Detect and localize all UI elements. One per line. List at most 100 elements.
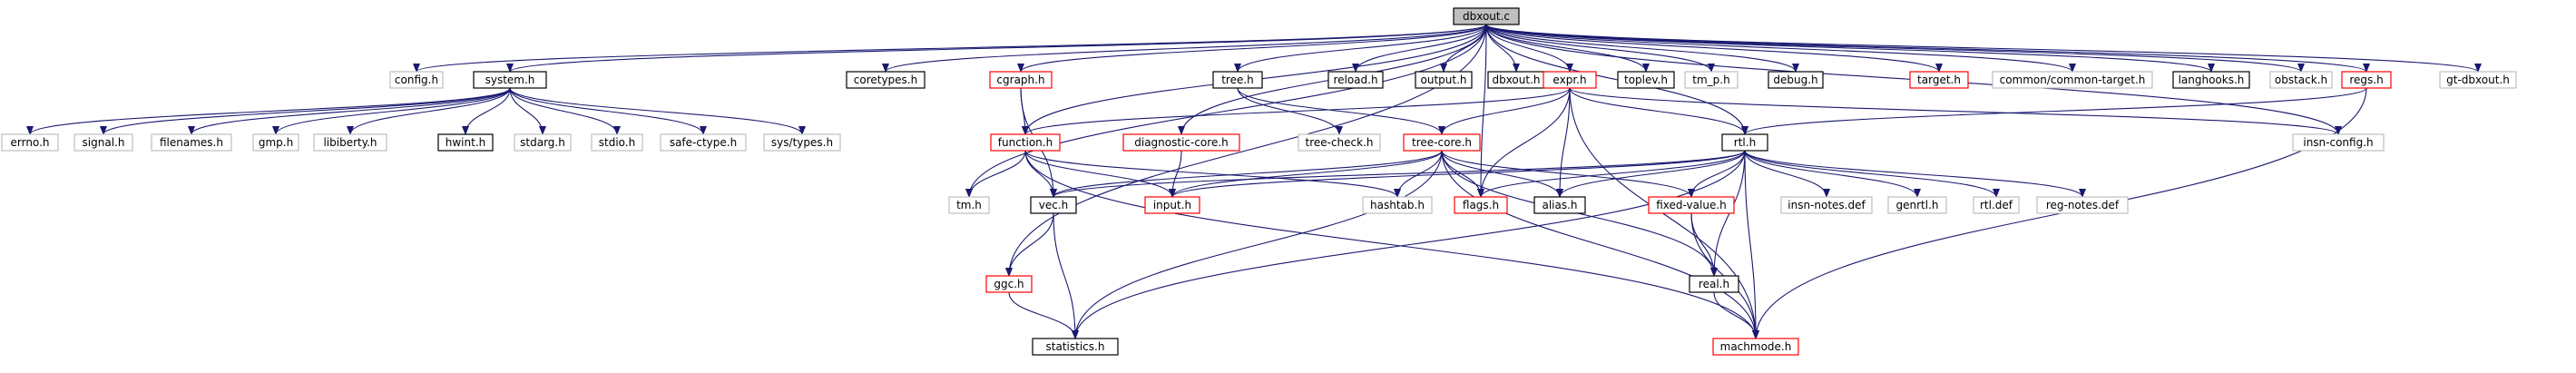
node-dbxout-c[interactable]: dbxout.c xyxy=(1453,7,1520,25)
node-common-target-h[interactable]: common/common-target.h xyxy=(1992,71,2153,89)
node-label: ggc.h xyxy=(994,278,1024,290)
node-statistics-h[interactable]: statistics.h xyxy=(1032,338,1119,356)
node-stdio-h[interactable]: stdio.h xyxy=(591,133,643,152)
edge-dbxout-c-to-expr-h xyxy=(1485,24,1573,73)
edge-function-h-to-tm-h xyxy=(965,150,1026,198)
node-label: hashtab.h xyxy=(1370,199,1425,211)
node-label: reg-notes.def xyxy=(2046,199,2120,211)
node-langhooks-h[interactable]: langhooks.h xyxy=(2172,71,2250,89)
node-box xyxy=(389,71,444,89)
node-insn-notes-def[interactable]: insn-notes.def xyxy=(1780,196,1873,214)
node-label: alias.h xyxy=(1542,199,1577,211)
node-gt-dbxout-h[interactable]: gt-dbxout.h xyxy=(2439,71,2517,89)
node-label: gmp.h xyxy=(259,136,293,149)
node-signal-h[interactable]: signal.h xyxy=(73,133,133,152)
node-obstack-h[interactable]: obstack.h xyxy=(2269,71,2333,89)
node-output-h[interactable]: output.h xyxy=(1415,71,1473,89)
node-box xyxy=(1648,196,1735,214)
node-label: obstack.h xyxy=(2275,74,2327,86)
node-cgraph-h[interactable]: cgraph.h xyxy=(989,71,1053,89)
node-label: system.h xyxy=(485,74,535,86)
node-label: target.h xyxy=(1917,74,1961,86)
node-box xyxy=(1617,71,1675,89)
node-label: statistics.h xyxy=(1046,340,1105,353)
node-label: config.h xyxy=(395,74,438,86)
edge-dbxout-c-to-reload-h xyxy=(1352,24,1487,73)
node-label: cgraph.h xyxy=(996,74,1044,86)
edge-rtl-h-to-input-h xyxy=(1169,150,1746,198)
node-box xyxy=(1454,196,1508,214)
node-stdarg-h[interactable]: stdarg.h xyxy=(514,133,572,152)
node-label: sys/types.h xyxy=(771,136,833,149)
edge-system-h-to-stdarg-h xyxy=(509,87,546,135)
node-gmp-h[interactable]: gmp.h xyxy=(252,133,299,152)
edge-system-h-to-filenames-h xyxy=(188,87,511,135)
node-rtl-def[interactable]: rtl.def xyxy=(1973,196,2020,214)
node-box xyxy=(948,196,990,214)
node-label: input.h xyxy=(1153,199,1191,211)
node-coretypes-h[interactable]: coretypes.h xyxy=(846,71,926,89)
node-diagnostic-core-h[interactable]: diagnostic-core.h xyxy=(1122,133,1240,152)
node-safe-ctype-h[interactable]: safe-ctype.h xyxy=(660,133,747,152)
node-label: gt-dbxout.h xyxy=(2446,74,2510,86)
node-label: rtl.h xyxy=(1734,136,1756,149)
node-label: expr.h xyxy=(1552,74,1586,86)
node-vec-h[interactable]: vec.h xyxy=(1030,196,1077,214)
node-hashtab-h[interactable]: hashtab.h xyxy=(1362,196,1433,214)
node-function-h[interactable]: function.h xyxy=(990,133,1061,152)
node-input-h[interactable]: input.h xyxy=(1144,196,1200,214)
node-label: insn-notes.def xyxy=(1788,199,1866,211)
node-label: tree.h xyxy=(1221,74,1254,86)
node-real-h[interactable]: real.h xyxy=(1689,275,1739,293)
node-debug-h[interactable]: debug.h xyxy=(1768,71,1824,89)
node-label: real.h xyxy=(1699,278,1729,290)
edge-regs-h-to-rtl-h xyxy=(1741,87,2367,135)
node-tree-core-h[interactable]: tree-core.h xyxy=(1403,133,1481,152)
node-tree-h[interactable]: tree.h xyxy=(1212,71,1263,89)
node-reload-h[interactable]: reload.h xyxy=(1327,71,1384,89)
edge-tree-core-h-to-statistics-h xyxy=(1072,150,1443,339)
node-libiberty-h[interactable]: libiberty.h xyxy=(313,133,387,152)
edge-system-h-to-stdio-h xyxy=(509,87,621,135)
node-target-h[interactable]: target.h xyxy=(1909,71,1969,89)
node-box xyxy=(985,275,1033,293)
edge-system-h-to-libiberty-h xyxy=(347,87,511,135)
node-fixed-value-h[interactable]: fixed-value.h xyxy=(1648,196,1735,214)
node-toplev-h[interactable]: toplev.h xyxy=(1617,71,1675,89)
edge-dbxout-c-to-rtl-h xyxy=(1485,24,1748,135)
node-box xyxy=(2292,133,2385,152)
node-label: flags.h xyxy=(1463,199,1499,211)
node-system-h[interactable]: system.h xyxy=(473,71,547,89)
node-label: common/common-target.h xyxy=(2000,74,2146,86)
node-label: toplev.h xyxy=(1624,74,1668,86)
node-hwint-h[interactable]: hwint.h xyxy=(437,133,494,152)
node-regs-h[interactable]: regs.h xyxy=(2341,71,2392,89)
node-insn-config-h[interactable]: insn-config.h xyxy=(2292,133,2385,152)
node-machmode-h[interactable]: machmode.h xyxy=(1712,338,1799,356)
node-flags-h[interactable]: flags.h xyxy=(1454,196,1508,214)
node-sys-types-h[interactable]: sys/types.h xyxy=(763,133,841,152)
node-box xyxy=(1298,133,1381,152)
node-label: filenames.h xyxy=(160,136,223,149)
node-config-h[interactable]: config.h xyxy=(389,71,444,89)
node-genrtl-h[interactable]: genrtl.h xyxy=(1887,196,1947,214)
node-box xyxy=(1543,71,1597,89)
node-rtl-h[interactable]: rtl.h xyxy=(1721,133,1768,152)
node-dbxout-h[interactable]: dbxout.h xyxy=(1487,71,1545,89)
node-label: machmode.h xyxy=(1720,340,1792,353)
node-tm-h[interactable]: tm.h xyxy=(948,196,990,214)
edge-dbxout-c-to-common-target-h xyxy=(1485,24,2076,73)
node-errno-h[interactable]: errno.h xyxy=(1,133,59,152)
node-filenames-h[interactable]: filenames.h xyxy=(151,133,232,152)
edge-dbxout-c-to-cgraph-h xyxy=(1017,24,1487,73)
node-ggc-h[interactable]: ggc.h xyxy=(985,275,1033,293)
node-reg-notes-def[interactable]: reg-notes.def xyxy=(2036,196,2129,214)
node-expr-h[interactable]: expr.h xyxy=(1543,71,1597,89)
edge-rtl-h-to-machmode-h xyxy=(1744,150,1759,339)
node-box xyxy=(2269,71,2333,89)
node-alias-h[interactable]: alias.h xyxy=(1533,196,1586,214)
node-label: tm.h xyxy=(956,199,982,211)
node-tree-check-h[interactable]: tree-check.h xyxy=(1298,133,1381,152)
node-tm-p-h[interactable]: tm_p.h xyxy=(1684,71,1739,89)
node-label: vec.h xyxy=(1039,199,1069,211)
